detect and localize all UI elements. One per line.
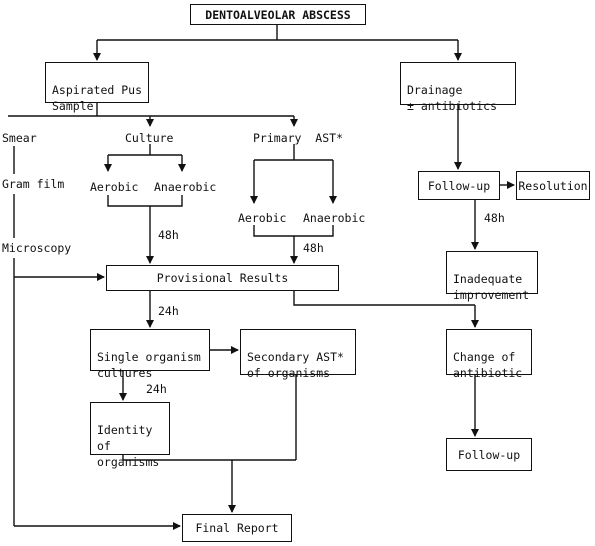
resolution-box: Resolution (516, 171, 590, 200)
aerobic-label-1: Aerobic (90, 180, 139, 194)
provisional-label: Provisional Results (156, 271, 289, 285)
smear-label: Smear (2, 131, 37, 145)
identity-label: Identity of organisms (97, 423, 160, 469)
followup2-label: Follow-up (457, 447, 521, 462)
primary-ast-label: Primary AST* (253, 131, 344, 145)
single-label: Single organism cultures (97, 350, 201, 380)
followup1-label: Follow-up (427, 178, 491, 193)
followup-box-2: Follow-up (446, 438, 532, 471)
drainage-box: Drainage ± antibiotics (400, 62, 516, 113)
secondary-ast-box: Secondary AST* of organisms (240, 329, 356, 380)
culture-label: Culture (125, 131, 174, 145)
inadequate-improvement-box: Inadequate improvement (446, 251, 538, 302)
time-label-48h: 48h (158, 228, 179, 242)
title-label: DENTOALVEOLAR ABSCESS (205, 7, 351, 22)
anaerobic-label-1: Anaerobic (154, 180, 217, 194)
anaerobic-label-2: Anaerobic (303, 211, 366, 225)
time-label-48h: 48h (484, 211, 505, 225)
inadequate-label: Inadequate improvement (453, 272, 530, 302)
single-organism-box: Single organism cultures (90, 329, 210, 380)
aspirated-pus-box: Aspirated Pus Sample (45, 62, 149, 113)
title-box: DENTOALVEOLAR ABSCESS (190, 4, 366, 25)
aspirated-label: Aspirated Pus Sample (52, 83, 143, 113)
microscopy-label: Microscopy (2, 241, 72, 255)
identity-organisms-box: Identity of organisms (90, 402, 170, 469)
connector (253, 225, 334, 237)
time-label-24h: 24h (146, 382, 167, 396)
change-antibiotic-box: Change of antibiotic (446, 329, 532, 380)
final-label: Final Report (195, 521, 279, 535)
followup-box-1: Follow-up (418, 171, 500, 200)
provisional-results-box: Provisional Results (106, 265, 339, 291)
gram-film-label: Gram film (2, 177, 65, 191)
drainage-label: Drainage ± antibiotics (407, 83, 498, 113)
final-report-box: Final Report (182, 514, 292, 542)
change-label: Change of antibiotic (453, 350, 523, 380)
aerobic-label-2: Aerobic (238, 211, 287, 225)
resolution-label: Resolution (518, 178, 588, 193)
connector (107, 195, 183, 207)
connector (293, 290, 475, 306)
secondary-label: Secondary AST* of organisms (247, 350, 344, 380)
time-label-48h: 48h (303, 241, 324, 255)
time-label-24h: 24h (158, 304, 179, 318)
